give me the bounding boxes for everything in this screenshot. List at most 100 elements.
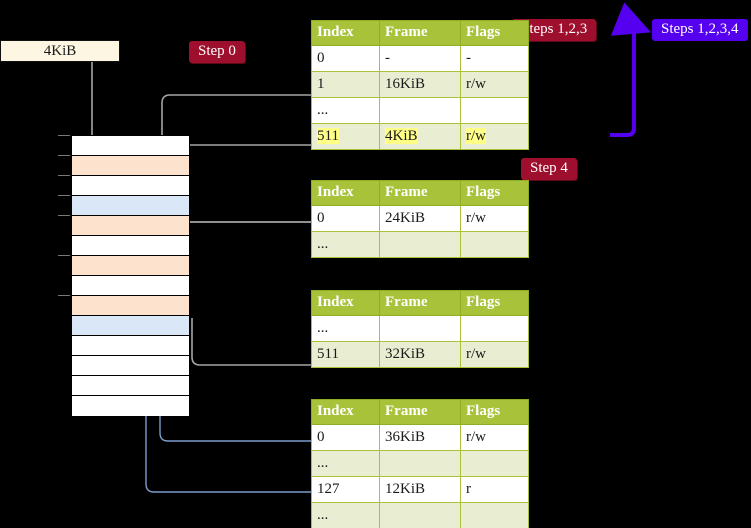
cell-text: 12KiB bbox=[385, 481, 426, 497]
memory-frame-10 bbox=[72, 336, 189, 356]
badge-step-0-label: Step 0 bbox=[198, 43, 236, 59]
memory-tick-3 bbox=[58, 195, 70, 196]
cell-text: r bbox=[466, 481, 471, 497]
table-cell-flags: r/w bbox=[460, 123, 529, 150]
memory-frame-3 bbox=[72, 196, 189, 216]
table-row: ... bbox=[311, 231, 529, 258]
memory-frame-5 bbox=[72, 236, 189, 256]
table-cell-flags: - bbox=[460, 45, 529, 72]
table-cell-index: 1 bbox=[311, 71, 380, 98]
cell-text: 511 bbox=[317, 346, 339, 362]
memory-frame-1 bbox=[72, 156, 189, 176]
memory-tick-6 bbox=[58, 255, 70, 256]
table-cell-index: ... bbox=[311, 502, 380, 528]
cell-text: 32KiB bbox=[385, 346, 426, 362]
badge-step-0: Step 0 bbox=[189, 41, 245, 63]
cell-text: - bbox=[385, 50, 390, 66]
table-cell-flags: r/w bbox=[460, 71, 529, 98]
size-label-4kib: 4KiB bbox=[0, 40, 120, 62]
memory-tick-4 bbox=[58, 215, 70, 216]
table-cell-index: ... bbox=[311, 315, 380, 342]
cell-text: ... bbox=[317, 507, 329, 523]
table-cell-flags bbox=[460, 315, 529, 342]
table-cell-frame: 24KiB bbox=[379, 205, 461, 232]
badge-steps-1-2-3-4-label: Steps 1,2,3,4 bbox=[661, 21, 739, 37]
table-cell-flags bbox=[460, 231, 529, 258]
memory-frame-8 bbox=[72, 296, 189, 316]
memory-frame-12 bbox=[72, 376, 189, 396]
cell-text: 511 bbox=[317, 128, 339, 144]
column-header-flags: Flags bbox=[460, 290, 529, 316]
cell-text: r/w bbox=[466, 346, 486, 362]
table-row: 0 - - bbox=[311, 45, 529, 72]
table-cell-flags bbox=[460, 97, 529, 124]
table-cell-index: 0 bbox=[311, 45, 380, 72]
table-row: 1 16KiB r/w bbox=[311, 71, 529, 98]
cell-text: 1 bbox=[317, 76, 325, 92]
cell-text: 24KiB bbox=[385, 210, 426, 226]
physical-memory-column bbox=[71, 135, 190, 416]
table-cell-index: 127 bbox=[311, 476, 380, 503]
column-header-frame: Frame bbox=[379, 290, 461, 316]
memory-frame-13 bbox=[72, 396, 189, 416]
table-cell-index: 511 bbox=[311, 123, 380, 150]
table-row: ... bbox=[311, 97, 529, 124]
badge-steps-1-2-3-label: Steps 1,2,3 bbox=[521, 21, 588, 37]
table-row: 511 32KiB r/w bbox=[311, 341, 529, 368]
cell-text: 0 bbox=[317, 50, 325, 66]
memory-frame-6 bbox=[72, 256, 189, 276]
cell-text: 36KiB bbox=[385, 429, 426, 445]
cell-text: r/w bbox=[466, 429, 486, 445]
column-header-index: Index bbox=[311, 399, 380, 425]
table-cell-flags: r/w bbox=[460, 205, 529, 232]
table-cell-frame bbox=[379, 450, 461, 477]
memory-tick-2 bbox=[58, 175, 70, 176]
table-row: ... bbox=[311, 315, 529, 342]
table-cell-flags: r/w bbox=[460, 341, 529, 368]
memory-tick-1 bbox=[58, 155, 70, 156]
table-row: 0 24KiB r/w bbox=[311, 205, 529, 232]
cell-text: ... bbox=[317, 320, 329, 336]
column-header-flags: Flags bbox=[460, 20, 529, 46]
table-row: ... bbox=[311, 450, 529, 477]
column-header-frame: Frame bbox=[379, 20, 461, 46]
table-row: 0 36KiB r/w bbox=[311, 424, 529, 451]
memory-frame-11 bbox=[72, 356, 189, 376]
cell-text: r/w bbox=[466, 210, 486, 226]
table-cell-frame: 16KiB bbox=[379, 71, 461, 98]
table-cell-index: 0 bbox=[311, 424, 380, 451]
memory-frame-9 bbox=[72, 316, 189, 336]
table-cell-index: 511 bbox=[311, 341, 380, 368]
column-header-index: Index bbox=[311, 180, 380, 206]
table-cell-flags bbox=[460, 450, 529, 477]
cell-text: - bbox=[466, 50, 471, 66]
size-label-text: 4KiB bbox=[43, 43, 77, 59]
memory-tick-0 bbox=[58, 135, 70, 136]
badge-steps-1-2-3: Steps 1,2,3 bbox=[512, 19, 597, 41]
table-cell-index: 0 bbox=[311, 205, 380, 232]
cell-text: 0 bbox=[317, 429, 325, 445]
badge-steps-1-2-3-4: Steps 1,2,3,4 bbox=[652, 19, 748, 41]
table-cell-index: ... bbox=[311, 231, 380, 258]
table-cell-frame: 32KiB bbox=[379, 341, 461, 368]
table-cell-frame bbox=[379, 97, 461, 124]
cell-text: r/w bbox=[466, 76, 486, 92]
memory-frame-2 bbox=[72, 176, 189, 196]
table-cell-flags: r/w bbox=[460, 424, 529, 451]
table-cell-frame bbox=[379, 315, 461, 342]
table-row: ... bbox=[311, 502, 529, 528]
memory-tick-8 bbox=[58, 295, 70, 296]
cell-text: 4KiB bbox=[385, 128, 418, 144]
column-header-frame: Frame bbox=[379, 180, 461, 206]
table-cell-frame: 12KiB bbox=[379, 476, 461, 503]
table-cell-flags bbox=[460, 502, 529, 528]
table-cell-frame bbox=[379, 231, 461, 258]
